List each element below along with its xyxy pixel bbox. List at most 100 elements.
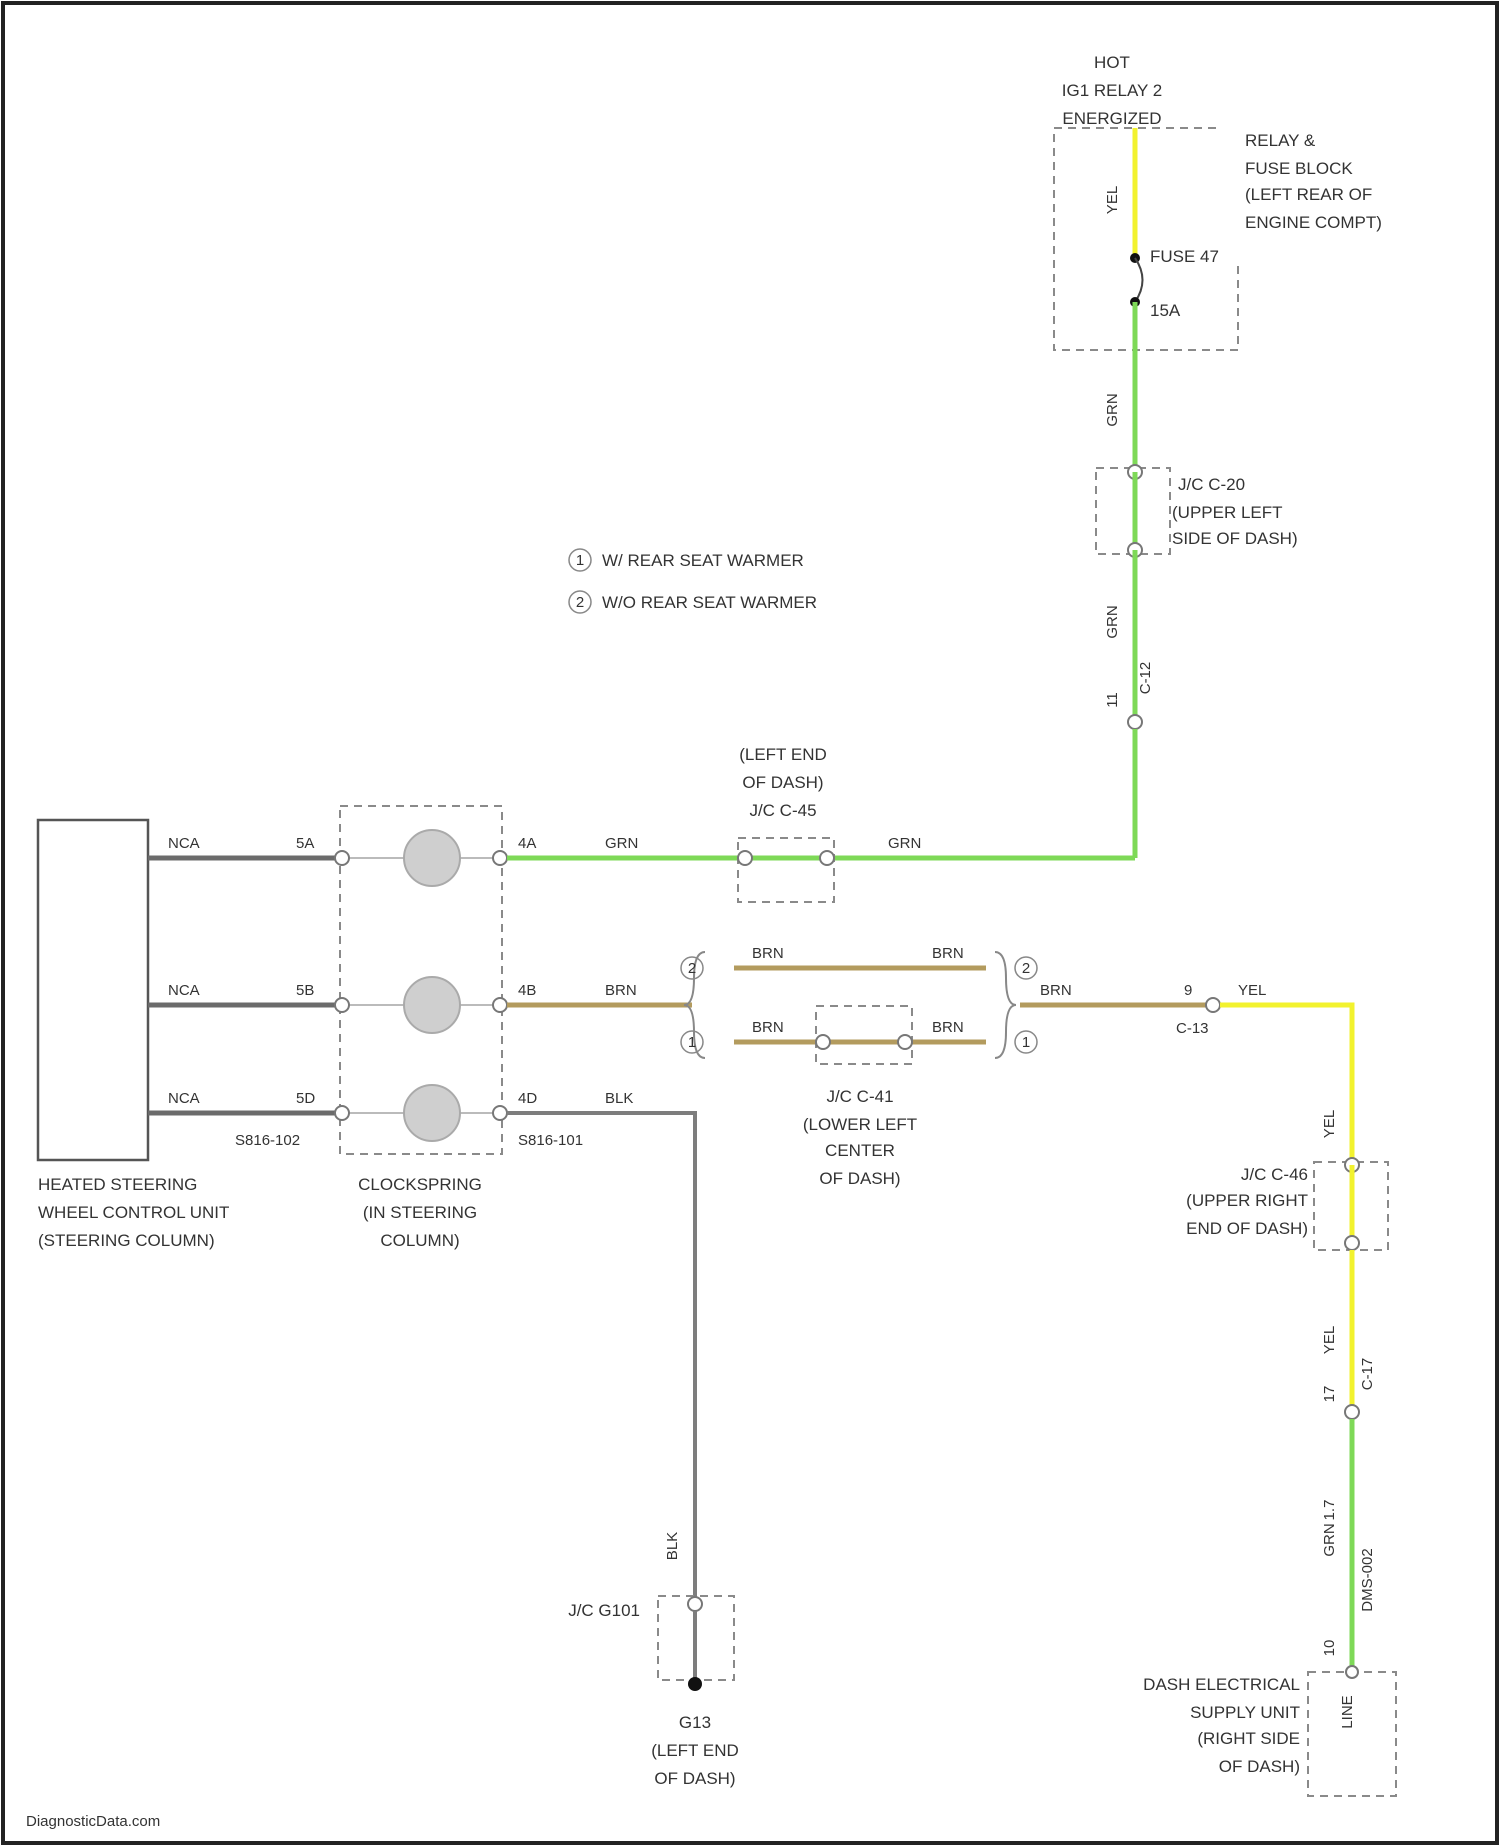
ground-g13-point xyxy=(688,1677,702,1691)
option-num-left-2: 2 xyxy=(688,960,696,977)
heated-steering-unit-location: (STEERING COLUMN) xyxy=(38,1231,215,1250)
heated-steering-unit-name-2: WHEEL CONTROL UNIT xyxy=(38,1203,229,1222)
wire-label-brn-4b: BRN xyxy=(605,982,637,999)
wire-label-yel-c46: YEL xyxy=(1321,1110,1338,1138)
jc-c45-location: (LEFT END xyxy=(739,745,827,764)
conn-c12-terminal xyxy=(1128,715,1142,729)
jc-c41-terminal-in xyxy=(816,1035,830,1049)
jc-c45-name: J/C C-45 xyxy=(749,801,816,820)
conn-dms-002: DMS-002 xyxy=(1359,1548,1376,1611)
wire-label-brn-opt1-a: BRN xyxy=(752,1019,784,1036)
junction-g101: J/C G101 G13 (LEFT END OF DASH) xyxy=(568,1596,739,1788)
conn-c13-terminal xyxy=(1206,998,1220,1012)
wire-label-nca-5b: NCA xyxy=(168,982,200,999)
heated-steering-unit: HEATED STEERING WHEEL CONTROL UNIT (STEE… xyxy=(38,820,229,1250)
pin-5a: 5A xyxy=(296,835,314,852)
pin-4b: 4B xyxy=(518,982,536,999)
conn-s816-101: S816-101 xyxy=(518,1132,583,1149)
relay-block-outline xyxy=(1054,128,1238,350)
wire-label-yel-c17: YEL xyxy=(1321,1326,1338,1354)
clockspring-coil-b xyxy=(404,977,460,1033)
fuse-name: FUSE 47 xyxy=(1150,247,1219,266)
jc-c41-terminal-out xyxy=(898,1035,912,1049)
dash-electrical-supply-unit: LINE DASH ELECTRICAL SUPPLY UNIT (RIGHT … xyxy=(1143,1666,1396,1796)
heated-steering-unit-box xyxy=(38,820,148,1160)
wire-gauge-des: 1.7 xyxy=(1321,1500,1338,1521)
wire-label-nca-5d: NCA xyxy=(168,1090,200,1107)
legend-num-1: 1 xyxy=(576,552,584,569)
jc-c41-location-3: OF DASH) xyxy=(819,1169,900,1188)
relay-block-name: RELAY & xyxy=(1245,131,1316,150)
ground-g13-location-2: OF DASH) xyxy=(654,1769,735,1788)
clockspring-location-2: COLUMN) xyxy=(380,1231,459,1250)
legend-text-2: W/O REAR SEAT WARMER xyxy=(602,593,817,612)
wire-label-brn-opt2-a: BRN xyxy=(752,945,784,962)
junction-c45: (LEFT END OF DASH) J/C C-45 xyxy=(738,745,834,902)
jc-c41-location-2: CENTER xyxy=(825,1141,895,1160)
wire-blk-4d xyxy=(507,1113,695,1598)
des-unit-line-label: LINE xyxy=(1339,1695,1356,1728)
junction-c41: J/C C-41 (LOWER LEFT CENTER OF DASH) xyxy=(803,1006,917,1188)
clockspring-coil-a xyxy=(404,830,460,886)
des-unit-location-2: OF DASH) xyxy=(1219,1757,1300,1776)
jc-c46-location-2: END OF DASH) xyxy=(1186,1219,1308,1238)
wire-label-grn-top: GRN xyxy=(888,835,921,852)
clockspring-pin-4a xyxy=(493,851,507,865)
clockspring-coil-d xyxy=(404,1085,460,1141)
diagram-frame xyxy=(3,3,1497,1843)
wire-label-yel-relay: YEL xyxy=(1104,186,1121,214)
relay-ig1-label: IG1 RELAY 2 xyxy=(1062,81,1162,100)
legend: 1 W/ REAR SEAT WARMER 2 W/O REAR SEAT WA… xyxy=(569,549,817,613)
wire-label-grn-fuse: GRN xyxy=(1104,393,1121,426)
des-unit-name: DASH ELECTRICAL xyxy=(1143,1675,1300,1694)
jc-c45-box xyxy=(738,838,834,902)
jc-c45-terminal-in xyxy=(738,851,752,865)
jc-g101-name: J/C G101 xyxy=(568,1601,640,1620)
relay-block-location: (LEFT REAR OF xyxy=(1245,185,1372,204)
jc-c20-location-2: SIDE OF DASH) xyxy=(1172,529,1298,548)
fuse-symbol xyxy=(1135,258,1143,302)
option-num-right-2: 2 xyxy=(1022,960,1030,977)
clockspring-name: CLOCKSPRING xyxy=(358,1175,482,1194)
conn-c13-name: C-13 xyxy=(1176,1020,1209,1037)
wire-label-blk-4d: BLK xyxy=(605,1090,633,1107)
relay-energized-label: ENERGIZED xyxy=(1062,109,1161,128)
jc-g101-terminal xyxy=(688,1597,702,1611)
jc-c45-location-2: OF DASH) xyxy=(742,773,823,792)
wire-label-grn-c12: GRN xyxy=(1104,605,1121,638)
wire-label-brn-c13: BRN xyxy=(1040,982,1072,999)
wire-label-blk-g101: BLK xyxy=(664,1532,681,1560)
ground-g13-name: G13 xyxy=(679,1713,711,1732)
conn-c13-pin: 9 xyxy=(1184,982,1192,999)
jc-c41-location: (LOWER LEFT xyxy=(803,1115,917,1134)
clockspring-pin-4d xyxy=(493,1106,507,1120)
pin-4d: 4D xyxy=(518,1090,537,1107)
pin-4a: 4A xyxy=(518,835,536,852)
des-unit-location: (RIGHT SIDE xyxy=(1197,1729,1300,1748)
des-pin: 10 xyxy=(1321,1640,1338,1657)
jc-c20-name: J/C C-20 xyxy=(1178,475,1245,494)
conn-c17-terminal xyxy=(1345,1405,1359,1419)
wire-label-brn-opt2-b: BRN xyxy=(932,945,964,962)
conn-s816-102: S816-102 xyxy=(235,1132,300,1149)
option-num-left-1: 1 xyxy=(688,1034,696,1051)
conn-c12-name: C-12 xyxy=(1137,662,1154,695)
heated-steering-unit-name: HEATED STEERING xyxy=(38,1175,197,1194)
jc-c46-location: (UPPER RIGHT xyxy=(1186,1191,1308,1210)
clockspring-pin-4b xyxy=(493,998,507,1012)
wire-label-grn-4a: GRN xyxy=(605,835,638,852)
jc-c46-name: J/C C-46 xyxy=(1241,1165,1308,1184)
des-unit-box xyxy=(1308,1672,1396,1796)
watermark: DiagnosticData.com xyxy=(26,1813,160,1830)
wire-label-yel-c13: YEL xyxy=(1238,982,1266,999)
clockspring-pin-5a xyxy=(335,851,349,865)
des-unit-terminal xyxy=(1346,1666,1358,1678)
relay-block-location-2: ENGINE COMPT) xyxy=(1245,213,1382,232)
conn-c17-name: C-17 xyxy=(1359,1358,1376,1391)
option-num-right-1: 1 xyxy=(1022,1034,1030,1051)
jc-c41-name: J/C C-41 xyxy=(826,1087,893,1106)
des-unit-name-2: SUPPLY UNIT xyxy=(1190,1703,1300,1722)
fuse-rating: 15A xyxy=(1150,301,1181,320)
relay-block-name-2: FUSE BLOCK xyxy=(1245,159,1353,178)
jc-c20-location: (UPPER LEFT xyxy=(1172,503,1283,522)
